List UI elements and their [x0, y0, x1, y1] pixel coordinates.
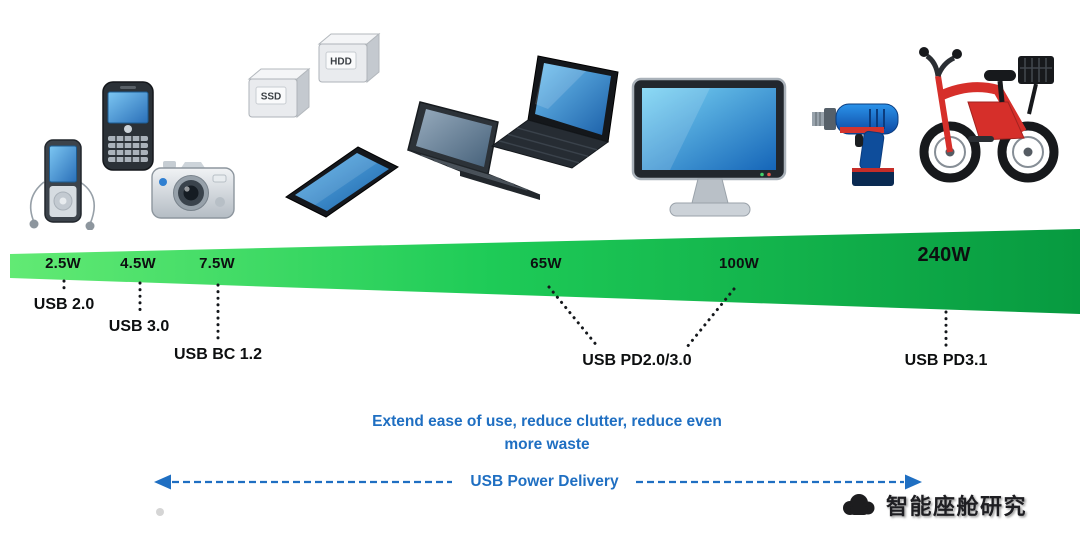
leader-line-100w-pd [685, 287, 736, 349]
power-band [10, 229, 1080, 314]
feature-phone-icon [99, 80, 157, 172]
benefit-message-line-1: Extend ease of use, reduce clutter, redu… [372, 413, 722, 430]
stray-dot [156, 508, 164, 516]
ssd-drive-icon: SSD [246, 66, 312, 120]
pd-arrow-head-left [154, 474, 171, 490]
spec-label-usb-2-0: USB 2.0 [33, 296, 95, 313]
watt-label-100w: 100W [719, 255, 759, 272]
leader-line-65w-pd [547, 285, 600, 349]
watt-label-4-5w: 4.5W [120, 255, 156, 272]
laptop-icon [486, 54, 626, 186]
benefit-message-line-2: more waste [504, 436, 590, 453]
watt-label-240w: 240W [917, 244, 971, 266]
pd-arrow-label: USB Power Delivery [470, 473, 619, 490]
watt-label-2-5w: 2.5W [45, 255, 81, 272]
spec-label-usb-pd-2-0-3-0: USB PD2.0/3.0 [582, 352, 692, 369]
watt-label-7-5w: 7.5W [199, 255, 235, 272]
netbook-laptop-icon [396, 100, 546, 220]
ssd-label-text: SSD [261, 92, 282, 103]
benefit-message: Extend ease of use, reduce clutter, redu… [307, 410, 787, 456]
hdd-drive-icon: HDD [316, 31, 382, 85]
cloud-icon [843, 494, 875, 515]
spec-label-usb-pd-3-1: USB PD3.1 [904, 352, 988, 369]
watermark-text: 智能座舱研究 [886, 494, 1028, 519]
digital-camera-icon [150, 158, 236, 222]
watermark: 智能座舱研究 [838, 488, 1027, 522]
spec-label-usb-bc-1-2: USB BC 1.2 [173, 346, 263, 363]
desktop-monitor-icon [630, 76, 792, 226]
mp3-player-icon [22, 136, 102, 231]
pd-arrow-head-right [905, 474, 922, 490]
power-drill-icon [810, 84, 908, 190]
hdd-label-text: HDD [330, 57, 352, 68]
tablet-icon [282, 140, 402, 220]
electric-bike-icon [912, 18, 1068, 186]
spec-label-usb-3-0: USB 3.0 [108, 318, 170, 335]
watt-label-65w: 65W [530, 255, 562, 272]
